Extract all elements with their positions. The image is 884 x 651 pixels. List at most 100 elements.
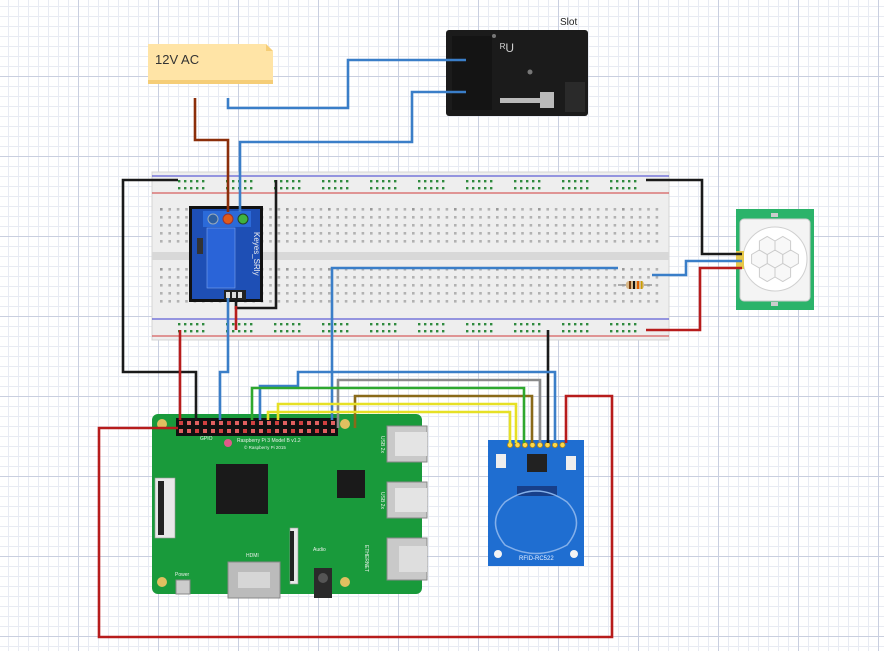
gpio-pin[interactable] bbox=[251, 429, 255, 433]
gpio-pin[interactable] bbox=[283, 421, 287, 425]
wire-relay-gnd[interactable] bbox=[234, 180, 278, 310]
gpio-pin[interactable] bbox=[259, 421, 263, 425]
raspberry-pi[interactable]: GPIO Raspberry Pi 3 Model B v1.2 © Raspb… bbox=[152, 414, 428, 599]
rail-hole bbox=[616, 187, 619, 190]
wire-ground-right[interactable] bbox=[646, 178, 742, 256]
wire-ac-brown[interactable] bbox=[193, 98, 230, 212]
breadboard-hole bbox=[487, 276, 491, 279]
gpio-pin[interactable] bbox=[179, 421, 183, 425]
gpio-pin[interactable] bbox=[299, 421, 303, 425]
breadboard-hole bbox=[647, 208, 650, 211]
pir-sensor[interactable] bbox=[736, 209, 814, 310]
wire-rfid-blue[interactable] bbox=[258, 370, 557, 443]
gpio-pin[interactable] bbox=[219, 429, 223, 433]
wire-rfid-red[interactable] bbox=[97, 394, 614, 639]
relay-module[interactable]: Keyes_SRly bbox=[189, 206, 263, 302]
gpio-pin[interactable] bbox=[275, 429, 279, 433]
wire-rfid-yellow-2[interactable] bbox=[266, 410, 512, 443]
gpio-pin[interactable] bbox=[275, 421, 279, 425]
gpio-pin[interactable] bbox=[187, 429, 191, 433]
breadboard-hole bbox=[311, 284, 314, 287]
breadboard-hole bbox=[420, 208, 423, 211]
breadboard-hole bbox=[596, 208, 600, 211]
rfid-pin[interactable] bbox=[506, 441, 513, 448]
rfid-pin[interactable] bbox=[529, 441, 536, 448]
rail-hole bbox=[574, 330, 577, 333]
rail-hole bbox=[292, 187, 295, 190]
resistor[interactable] bbox=[618, 281, 652, 289]
gpio-pin[interactable] bbox=[195, 429, 199, 433]
wire-pir-signal[interactable] bbox=[330, 266, 618, 420]
gpio-pin[interactable] bbox=[251, 421, 255, 425]
breadboard-hole bbox=[428, 224, 432, 227]
gpio-pin[interactable] bbox=[203, 429, 207, 433]
wire-5v-right[interactable] bbox=[646, 266, 742, 332]
gpio-pin[interactable] bbox=[243, 421, 247, 425]
rfid-module[interactable]: RFID-RC522 bbox=[488, 440, 584, 566]
breadboard-hole bbox=[344, 232, 348, 235]
gpio-pin[interactable] bbox=[211, 429, 215, 433]
gpio-pin[interactable] bbox=[211, 421, 215, 425]
rfid-pins[interactable] bbox=[506, 441, 566, 448]
breadboard-hole bbox=[563, 208, 566, 211]
breadboard-hole bbox=[622, 216, 625, 219]
breadboard-hole bbox=[571, 276, 575, 279]
gpio-pin[interactable] bbox=[283, 429, 287, 433]
wire-pir-out[interactable] bbox=[652, 259, 742, 277]
wire-rfid-green[interactable] bbox=[250, 386, 526, 443]
rail-hole bbox=[334, 330, 337, 333]
gpio-pin[interactable] bbox=[323, 421, 327, 425]
gpio-pin[interactable] bbox=[267, 421, 271, 425]
breadboard-hole bbox=[378, 208, 381, 211]
gpio-pin[interactable] bbox=[315, 429, 319, 433]
rail-hole bbox=[628, 330, 631, 333]
gpio-pin[interactable] bbox=[227, 429, 231, 433]
solenoid-lock[interactable]: ᴿU Slot bbox=[446, 17, 588, 116]
breadboard-hole bbox=[344, 292, 348, 295]
rail-hole bbox=[490, 330, 493, 333]
gpio-pin[interactable] bbox=[235, 421, 239, 425]
gpio-pin[interactable] bbox=[315, 421, 319, 425]
gpio-pin[interactable] bbox=[187, 421, 191, 425]
gpio-pin[interactable] bbox=[323, 429, 327, 433]
breadboard-hole bbox=[302, 240, 306, 243]
gpio-pin[interactable] bbox=[235, 429, 239, 433]
lens-cell bbox=[774, 262, 792, 283]
gpio-header[interactable] bbox=[179, 421, 335, 433]
wire-ac-to-lock[interactable] bbox=[226, 58, 466, 110]
rfid-pin[interactable] bbox=[522, 441, 529, 448]
wires[interactable] bbox=[97, 58, 742, 639]
gpio-pin[interactable] bbox=[267, 429, 271, 433]
gpio-pin[interactable] bbox=[307, 429, 311, 433]
rfid-pin[interactable] bbox=[514, 441, 521, 448]
rfid-pin[interactable] bbox=[537, 441, 544, 448]
gpio-pin[interactable] bbox=[307, 421, 311, 425]
gpio-pin[interactable] bbox=[299, 429, 303, 433]
breadboard-hole bbox=[588, 208, 591, 211]
gpio-pin[interactable] bbox=[203, 421, 207, 425]
gpio-pin[interactable] bbox=[259, 429, 263, 433]
gpio-pin[interactable] bbox=[179, 429, 183, 433]
wire-ground-left[interactable] bbox=[121, 178, 198, 420]
gpio-pin[interactable] bbox=[219, 421, 223, 425]
gpio-pin[interactable] bbox=[291, 429, 295, 433]
gpio-pin[interactable] bbox=[243, 429, 247, 433]
breadboard-hole bbox=[588, 216, 591, 219]
gpio-pin[interactable] bbox=[291, 421, 295, 425]
breadboard-hole bbox=[588, 284, 591, 287]
rfid-pin[interactable] bbox=[544, 441, 551, 448]
breadboard-hole bbox=[496, 284, 499, 287]
gpio-pin[interactable] bbox=[331, 429, 335, 433]
rfid-pin[interactable] bbox=[559, 441, 566, 448]
gpio-pin[interactable] bbox=[227, 421, 231, 425]
breadboard-hole bbox=[395, 276, 398, 279]
wire-relay-vcc[interactable] bbox=[218, 298, 230, 420]
breadboard-hole bbox=[168, 240, 171, 243]
breadboard-hole bbox=[361, 292, 365, 295]
rfid-pin[interactable] bbox=[552, 441, 559, 448]
breadboard-hole bbox=[437, 276, 440, 279]
gpio-pin[interactable] bbox=[331, 421, 335, 425]
rail-hole bbox=[520, 330, 523, 333]
wire-lock-to-relay[interactable] bbox=[238, 90, 466, 212]
gpio-pin[interactable] bbox=[195, 421, 199, 425]
